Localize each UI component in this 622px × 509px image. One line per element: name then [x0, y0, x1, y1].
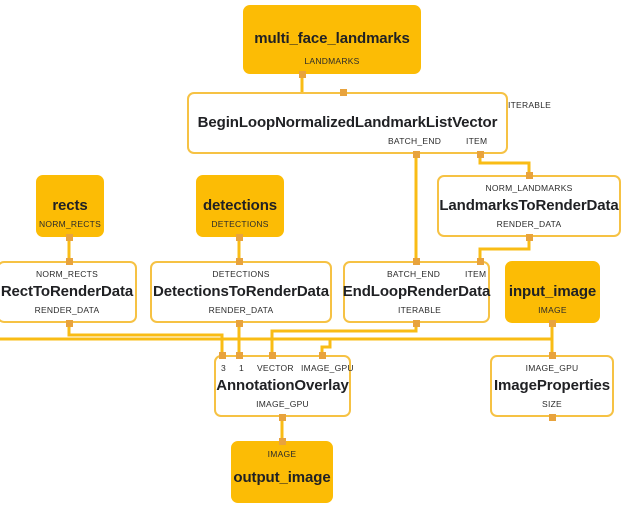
node-begin-loop-normalized-landmark-list-vector[interactable]: BeginLoopNormalizedLandmarkListVector IT…: [187, 92, 551, 154]
node-title: AnnotationOverlay: [216, 376, 349, 394]
port-label-landmarks: LANDMARKS: [304, 55, 360, 66]
port-label-end-item: ITEM: [465, 269, 487, 279]
port-label-end-iterable: ITERABLE: [398, 304, 442, 315]
port-dot-imageprops-image-gpu-in: [548, 351, 556, 359]
node-landmarks-to-render-data[interactable]: LandmarksToRenderData NORM_LANDMARKS REN…: [437, 175, 621, 237]
port-label-end-batch-end: BATCH_END: [387, 269, 441, 279]
port-label-overlay-image-gpu-in: IMAGE_GPU: [301, 363, 354, 373]
port-label-detections-render-data: RENDER_DATA: [208, 304, 274, 315]
port-label-output-image: IMAGE: [267, 449, 297, 459]
port-dot-overlay-3-in: [218, 351, 226, 359]
node-title: detections: [202, 196, 277, 214]
edge-item-to-normlandmarks: [478, 154, 531, 175]
port-dot-imageprops-size-out: [548, 413, 556, 421]
port-dot-end-iterable-out: [412, 319, 420, 327]
edge-iterable-to-vector: [270, 323, 418, 355]
port-dot-end-batch-end-in: [412, 257, 420, 265]
port-dot-detections-render-data-out: [235, 319, 243, 327]
node-title: output_image: [233, 468, 331, 486]
port-dot-input-image-out: [548, 319, 556, 327]
port-dot-overlay-1-in: [235, 351, 243, 359]
node-detections[interactable]: detections DETECTIONS: [196, 175, 284, 237]
node-rects[interactable]: rects NORM_RECTS: [36, 175, 104, 237]
port-dot-end-item-in: [476, 257, 484, 265]
node-title: ImageProperties: [493, 376, 611, 394]
port-label-overlay-3: 3: [221, 363, 226, 373]
port-label-input-image: IMAGE: [538, 304, 567, 315]
node-output-image[interactable]: IMAGE output_image: [231, 441, 333, 503]
node-title: input_image: [508, 282, 597, 300]
port-dot-detections-out: [235, 233, 243, 241]
port-dot-landmarks-render-data-out: [525, 233, 533, 241]
node-image-properties[interactable]: ImageProperties IMAGE_GPU SIZE: [490, 355, 614, 417]
edge-recttorenderdata-to-port3: [67, 323, 224, 355]
node-title: multi_face_landmarks: [254, 30, 410, 48]
port-label-detections-in: DETECTIONS: [212, 269, 270, 279]
port-label-imageprops-image-gpu: IMAGE_GPU: [525, 363, 579, 373]
port-label-batch-end: BATCH_END: [388, 135, 442, 146]
port-label-detections: DETECTIONS: [211, 218, 269, 229]
port-dot-batch-end-out: [412, 150, 420, 158]
node-rect-to-render-data[interactable]: RectToRenderData NORM_RECTS RENDER_DATA: [0, 261, 137, 323]
node-title: EndLoopRenderData: [342, 282, 491, 300]
port-label-overlay-image-gpu-out: IMAGE_GPU: [256, 398, 309, 409]
edge-image-to-annotationoverlay: [320, 337, 552, 355]
node-end-loop-render-data[interactable]: EndLoopRenderData BATCH_END ITEM ITERABL…: [343, 261, 490, 323]
edge-renderdata-to-item: [478, 237, 531, 261]
port-label-norm-rects-in: NORM_RECTS: [35, 269, 98, 279]
port-dot-overlay-vector-in: [268, 351, 276, 359]
port-dot-output-image-in: [278, 437, 286, 445]
node-annotation-overlay[interactable]: AnnotationOverlay 3 1 VECTOR IMAGE_GPU I…: [214, 355, 354, 417]
node-title: BeginLoopNormalizedLandmarkListVector: [197, 113, 498, 131]
port-label-render-data: RENDER_DATA: [496, 218, 562, 229]
port-dot-overlay-image-gpu-out: [278, 413, 286, 421]
node-title: LandmarksToRenderData: [439, 196, 619, 214]
node-multi-face-landmarks[interactable]: multi_face_landmarks LANDMARKS: [243, 5, 421, 74]
node-title: DetectionsToRenderData: [153, 282, 329, 300]
port-label-iterable: ITERABLE: [508, 100, 552, 110]
port-label-item: ITEM: [466, 135, 488, 146]
port-label-imageprops-size: SIZE: [542, 398, 562, 409]
port-label-overlay-1: 1: [239, 363, 244, 373]
node-title: RectToRenderData: [0, 282, 134, 300]
port-dot-rect-norm-rects-in: [65, 257, 73, 265]
port-dot-item-out: [476, 150, 484, 158]
node-title: rects: [52, 196, 88, 214]
node-detections-to-render-data[interactable]: DetectionsToRenderData DETECTIONS RENDER…: [150, 261, 332, 323]
node-input-image[interactable]: input_image IMAGE: [505, 261, 600, 323]
port-dot-overlay-image-gpu-in: [318, 351, 326, 359]
port-dot-rect-render-data-out: [65, 319, 73, 327]
port-dot-norm-landmarks-in: [525, 171, 533, 179]
port-label-rect-render-data: RENDER_DATA: [34, 304, 100, 315]
port-dot-iterable-in: [339, 88, 347, 96]
port-label-overlay-vector: VECTOR: [257, 363, 294, 373]
port-dot-landmarks-out: [298, 70, 306, 78]
port-label-norm-landmarks: NORM_LANDMARKS: [485, 183, 573, 193]
port-dot-norm-rects-out: [65, 233, 73, 241]
port-label-norm-rects: NORM_RECTS: [38, 218, 101, 229]
port-dot-detections-in: [235, 257, 243, 265]
